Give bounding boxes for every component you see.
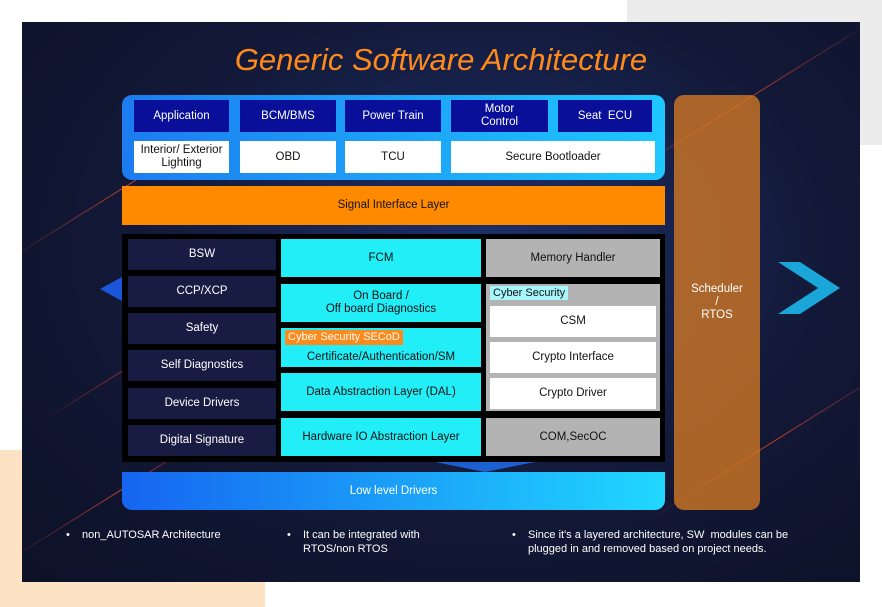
lighting-box: Interior/ Exterior Lighting: [134, 141, 229, 173]
signal-interface-layer: Signal Interface Layer: [122, 186, 665, 225]
fcm-box: FCM: [281, 239, 481, 277]
secure-bootloader-box: Secure Bootloader: [451, 141, 655, 173]
csm-box: CSM: [490, 306, 656, 337]
obd-box: OBD: [240, 141, 336, 173]
certificate-label: Certificate/Authentication/SM: [306, 351, 456, 363]
page-title: Generic Software Architecture: [234, 42, 648, 77]
crypto-driver-box: Crypto Driver: [490, 378, 656, 409]
bullet-item: •non_AUTOSAR Architecture: [66, 529, 221, 541]
device-drivers-box: Device Drivers: [128, 388, 276, 419]
app-box: Application: [134, 100, 229, 132]
scheduler-slash: /: [715, 296, 719, 308]
self-diagnostics-box: Self Diagnostics: [128, 350, 276, 381]
rtos-label: RTOS: [701, 309, 733, 321]
down-chevron-icon: [435, 462, 535, 472]
diagnostics-line2: Off board Diagnostics: [325, 303, 437, 315]
diagnostics-line1: On Board /: [353, 290, 409, 302]
scheduler-label: Scheduler: [691, 283, 743, 295]
motor-control-box: Motor Control: [451, 100, 548, 132]
powertrain-box: Power Train: [345, 100, 441, 132]
certificate-box: Certificate/Authentication/SM Cyber Secu…: [281, 328, 481, 367]
cyber-security-tag: Cyber Security: [490, 286, 569, 300]
hwio-box: Hardware IO Abstraction Layer: [281, 418, 481, 456]
secod-tag: Cyber Security SECoD: [285, 330, 403, 345]
tcu-box: TCU: [345, 141, 441, 173]
left-arrow-icon: [100, 277, 122, 301]
scheduler-rtos-column: Scheduler / RTOS: [674, 95, 760, 510]
ccp-xcp-box: CCP/XCP: [128, 276, 276, 307]
seat-ecu-box: Seat ECU: [558, 100, 652, 132]
digital-signature-box: Digital Signature: [128, 425, 276, 456]
safety-box: Safety: [128, 313, 276, 344]
right-chevron-icon: [778, 262, 840, 314]
dal-box: Data Abstraction Layer (DAL): [281, 373, 481, 411]
bcm-box: BCM/BMS: [240, 100, 336, 132]
low-level-drivers: Low level Drivers: [122, 472, 665, 510]
bullet-item: •Since it's a layered architecture, SW m…: [512, 529, 789, 555]
bsw-box: BSW: [128, 239, 276, 270]
crypto-interface-box: Crypto Interface: [490, 342, 656, 373]
memory-handler-box: Memory Handler: [486, 239, 660, 277]
diagnostics-box: On Board / Off board Diagnostics: [281, 284, 481, 322]
com-secoc-box: COM,SecOC: [486, 418, 660, 456]
